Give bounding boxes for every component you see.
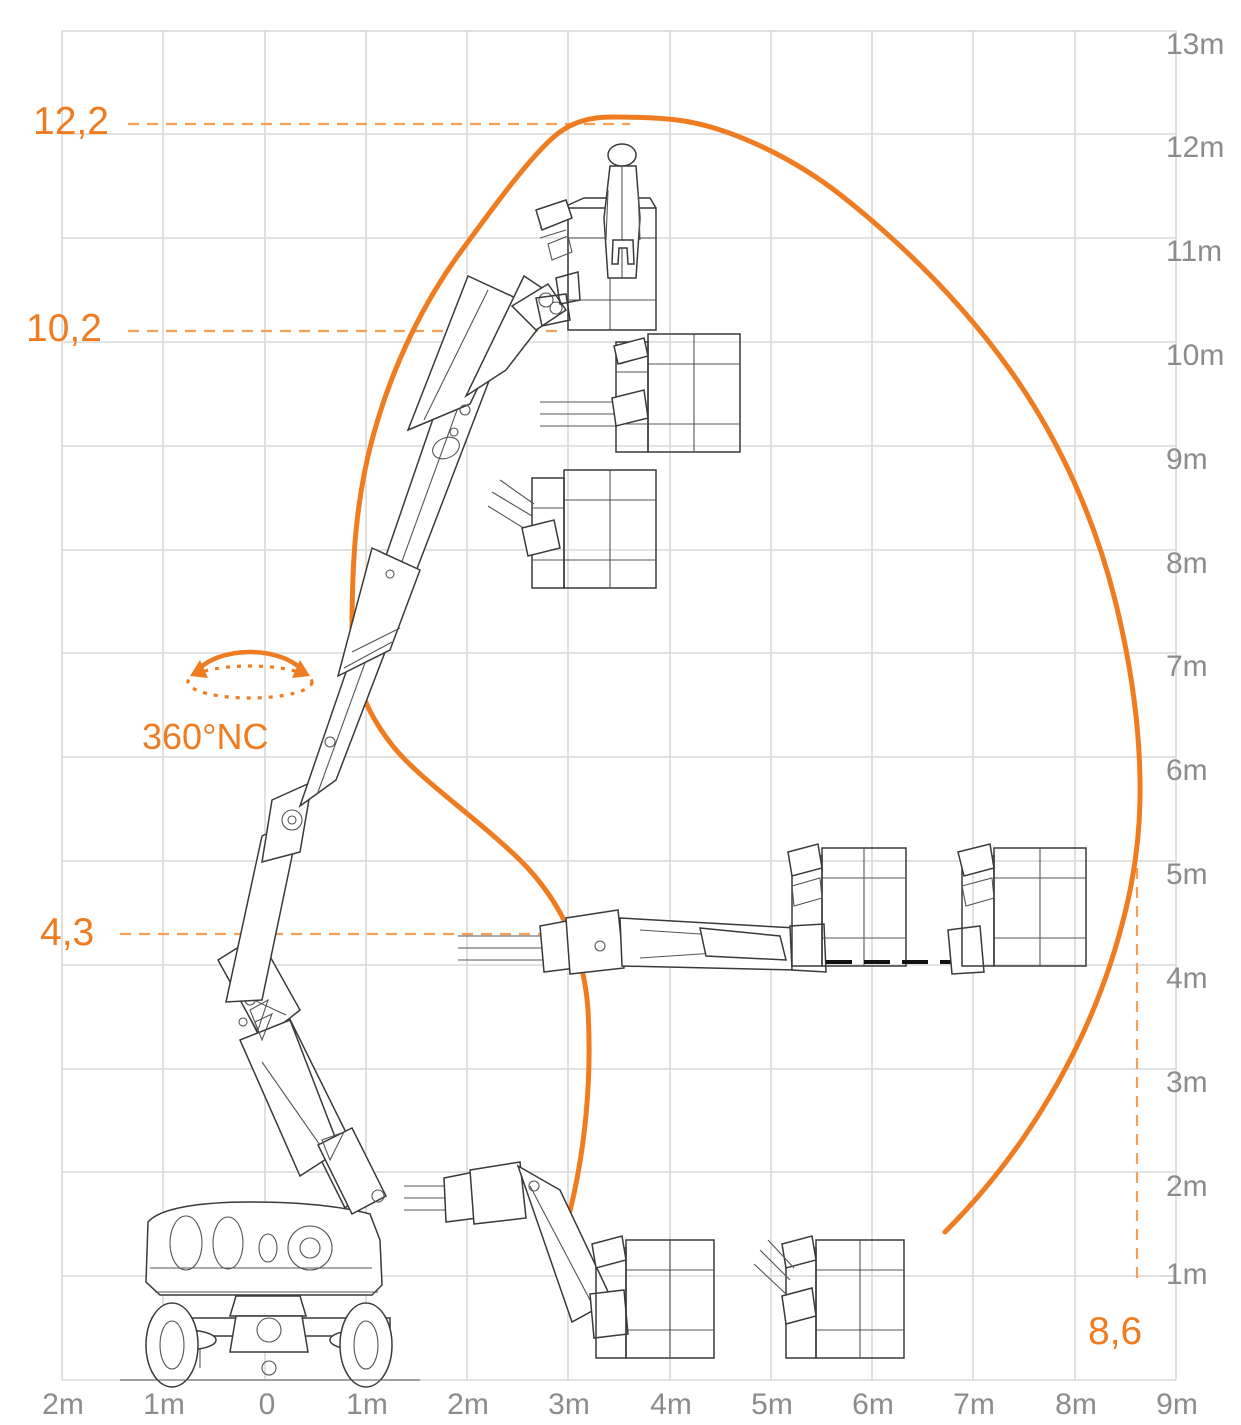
annotation-rotation: 360°NC [142, 716, 269, 757]
y-tick-5m: 5m [1166, 858, 1208, 891]
boom-assembly-raised [217, 274, 571, 1216]
rotation-arrow-icon [186, 649, 314, 700]
y-tick-9m: 9m [1166, 443, 1208, 476]
y-tick-7m: 7m [1166, 650, 1208, 683]
boom-assembly-lower [404, 1161, 905, 1359]
x-tick-6m: 6m [852, 1388, 894, 1421]
x-tick-8m: 8m [1055, 1388, 1097, 1421]
annotation-max-platform-height: 10,2 [26, 307, 102, 350]
x-tick-5m: 5m [751, 1388, 793, 1421]
platform-basket-mid-1 [540, 333, 741, 453]
x-tick-9m: 9m [1156, 1388, 1198, 1421]
platform-basket-mid-2 [487, 469, 657, 589]
x-tick-2m: 2m [447, 1388, 489, 1421]
y-tick-12m: 12m [1166, 131, 1225, 164]
guide-lines [120, 122, 1139, 1280]
y-tick-6m: 6m [1166, 754, 1208, 787]
y-tick-1m: 1m [1166, 1258, 1208, 1291]
x-tick-1m-left: 1m [143, 1388, 185, 1421]
x-tick-2m-left: 2m [42, 1388, 84, 1421]
x-tick-4m: 4m [650, 1388, 692, 1421]
x-tick-7m: 7m [953, 1388, 995, 1421]
y-tick-2m: 2m [1166, 1170, 1208, 1203]
working-envelope-curve [349, 114, 1143, 1235]
operator-figure-icon [603, 143, 641, 279]
y-tick-11m: 11m [1166, 235, 1223, 268]
annotation-up-and-over-height: 4,3 [40, 911, 95, 954]
platform-basket-top [535, 143, 657, 331]
x-tick-3m: 3m [548, 1388, 590, 1421]
x-tick-1m: 1m [346, 1388, 388, 1421]
y-tick-13m: 13m [1166, 28, 1225, 61]
y-tick-4m: 4m [1166, 962, 1208, 995]
y-tick-8m: 8m [1166, 547, 1208, 580]
annotation-max-working-height: 12,2 [33, 100, 109, 143]
boom-lift-machine-icon [120, 1201, 420, 1388]
annotation-max-outreach: 8,6 [1088, 1310, 1143, 1353]
boom-assembly-horizontal [458, 843, 1087, 975]
x-tick-0: 0 [258, 1388, 276, 1421]
y-tick-10m: 10m [1166, 339, 1225, 372]
y-tick-3m: 3m [1166, 1066, 1208, 1099]
